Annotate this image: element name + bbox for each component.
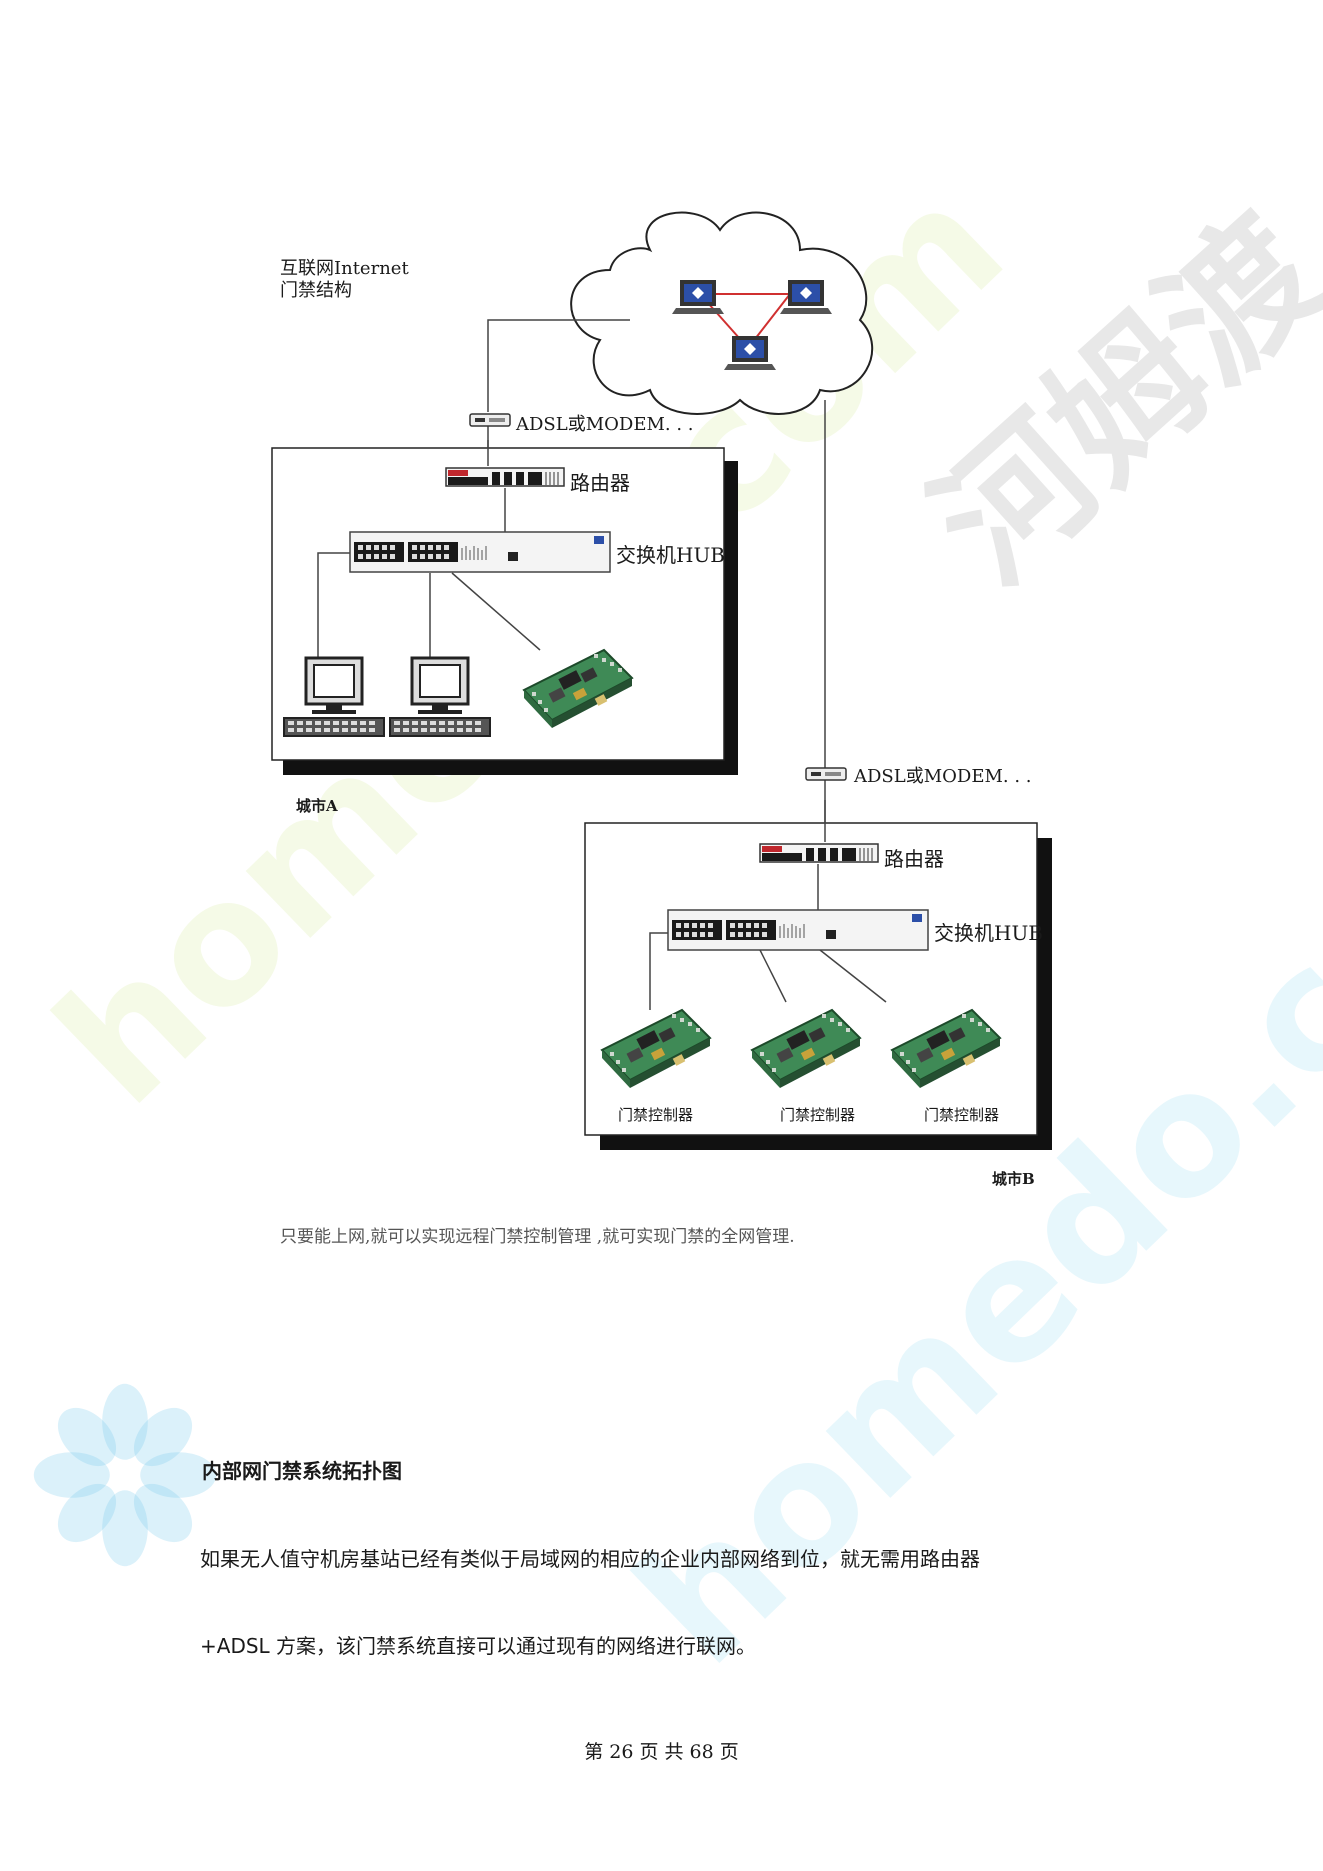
watermark-flower-icon [33,1383,217,1567]
controller-label: 门禁控制器 [618,1106,694,1124]
city-a-label: 城市A [296,797,338,815]
router-icon-a [445,467,565,487]
city-b-frame [584,822,1038,1136]
controller-label: 门禁控制器 [924,1106,1000,1124]
modem-label-a: ADSL或MODEM. . . [516,414,694,435]
switch-icon-b [667,909,929,951]
router-label-b: 路由器 [884,847,944,871]
router-icon-b [759,843,879,863]
city-a-frame [271,447,725,761]
router-label-a: 路由器 [570,471,630,495]
switch-label-b: 交换机HUB [934,921,1043,945]
page-footer: 第 26 页 共 68 页 [584,1741,739,1763]
switch-label-a: 交换机HUB [616,543,725,567]
controller-label: 门禁控制器 [780,1106,856,1124]
internet-cloud [570,211,874,415]
city-b-label: 城市B [992,1170,1035,1188]
modem-icon-a [469,413,511,427]
diagram-title-line1: 互联网Internet [280,258,409,279]
paragraph-line-1: 如果无人值守机房基站已经有类似于局域网的相应的企业内部网络到位，就无需用路由器 [200,1547,980,1571]
modem-label-b: ADSL或MODEM. . . [854,766,1032,787]
paragraph-line-2: +ADSL 方案，该门禁系统直接可以通过现有的网络进行联网。 [200,1634,757,1658]
section-heading: 内部网门禁系统拓扑图 [202,1459,402,1483]
diagram-title-line2: 门禁结构 [280,280,352,301]
modem-icon-b [805,767,847,781]
switch-icon-a [349,531,611,573]
diagram-caption: 只要能上网,就可以实现远程门禁控制管理 ,就可实现门禁的全网管理. [280,1227,795,1247]
network-topology-diagram [271,211,1052,1150]
